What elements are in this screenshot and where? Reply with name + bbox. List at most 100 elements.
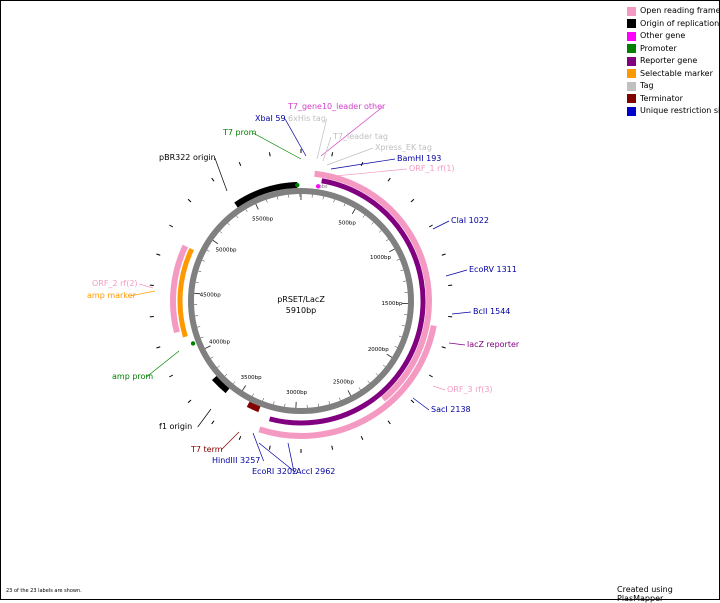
bp-tick — [363, 215, 365, 217]
legend-swatch — [627, 7, 636, 16]
feature-label: BamHI 193 — [397, 154, 441, 163]
bp-tick — [348, 390, 351, 395]
legend-swatch — [627, 82, 636, 91]
feature-label: AccI 2962 — [296, 467, 335, 476]
credit-text: Created using PlasMapper — [617, 585, 719, 603]
legend-swatch — [627, 19, 636, 28]
label-leader — [327, 148, 373, 165]
outer-tick — [429, 375, 432, 377]
label-leader — [253, 133, 301, 159]
legend-swatch — [627, 57, 636, 66]
label-leader — [335, 169, 407, 176]
bp-tick — [395, 346, 398, 347]
legend-label: Tag — [640, 80, 654, 93]
legend-swatch — [627, 44, 636, 53]
feature-label: T7 term — [190, 445, 223, 454]
feature-label: amp prom — [112, 372, 153, 381]
bp-tick — [266, 200, 267, 203]
outer-tick — [269, 446, 270, 450]
feature-label: lacZ reporter — [467, 340, 520, 349]
outer-tick — [411, 400, 414, 403]
bp-tick — [359, 387, 361, 389]
bp-tick-label: 4000bp — [209, 339, 230, 345]
legend-swatch — [627, 69, 636, 78]
bp-tick — [196, 282, 199, 283]
legend-item: Open reading frame — [627, 5, 720, 18]
label-leader — [452, 312, 471, 314]
bp-tick — [387, 354, 392, 357]
bp-tick — [273, 401, 274, 404]
bp-tick — [256, 204, 259, 209]
bp-tick — [323, 196, 324, 199]
legend-label: Terminator — [640, 93, 683, 106]
bp-tick — [389, 249, 394, 252]
legend-item: Promoter — [627, 43, 720, 56]
promoter-arrow — [191, 341, 195, 345]
feature-label: T7_gene10_leader other — [287, 102, 386, 111]
bp-tick — [263, 398, 264, 401]
label-leader — [449, 343, 465, 345]
bp-tick — [401, 270, 404, 271]
bp-tick-label: 3500bp — [241, 375, 262, 381]
bp-tick-label: 2500bp — [333, 380, 354, 386]
outer-tick — [388, 421, 390, 424]
bp-tick — [246, 209, 248, 212]
bp-tick-label: 3000bp — [286, 390, 307, 396]
bp-tick-label: 2000bp — [368, 347, 389, 353]
bp-tick — [205, 346, 210, 349]
outer-tick — [388, 178, 390, 181]
outer-tick — [429, 225, 432, 227]
label-leader — [285, 119, 306, 156]
legend-label: Origin of replication — [640, 18, 719, 31]
bp-tick — [339, 398, 340, 401]
legend-label: Unique restriction site — [640, 105, 720, 118]
legend-swatch — [627, 107, 636, 116]
bp-tick — [201, 337, 204, 338]
bp-tick — [211, 357, 214, 359]
bp-tick — [352, 209, 355, 214]
outer-tick — [156, 254, 160, 255]
feature-label: T7 prom — [222, 128, 257, 137]
legend-swatch — [627, 94, 636, 103]
bp-tick — [277, 197, 278, 200]
bp-tick — [344, 204, 345, 207]
backbone-mark: bbs — [319, 184, 328, 190]
bp-tick — [225, 374, 227, 376]
bp-tick — [371, 222, 373, 224]
label-leader — [221, 432, 239, 450]
legend-item: Terminator — [627, 93, 720, 106]
bp-tick — [397, 259, 400, 260]
bp-tick — [197, 326, 200, 327]
outer-tick — [188, 400, 191, 403]
bp-tick-label: 1000bp — [370, 255, 391, 261]
bp-tick-label: 5000bp — [216, 247, 237, 253]
feature-label: BclI 1544 — [473, 307, 510, 316]
bp-tick — [334, 199, 335, 202]
feature-label: Xpress_EK tag — [375, 143, 432, 152]
bp-tick-label: 500bp — [338, 221, 356, 227]
outer-tick — [361, 436, 363, 440]
bp-tick — [403, 281, 406, 282]
feature-label: amp marker — [87, 291, 137, 300]
plasmid-name: pRSET/LacZ — [251, 294, 351, 305]
bp-tick — [379, 230, 381, 232]
legend-item: Reporter gene — [627, 55, 720, 68]
feature-label: 6xHis tag — [288, 114, 326, 123]
bp-tick — [233, 381, 235, 383]
label-leader — [413, 398, 429, 410]
outer-tick — [156, 347, 160, 348]
plasmid-length: 5910bp — [251, 305, 351, 316]
outer-tick — [411, 199, 414, 202]
outer-tick — [269, 152, 270, 156]
bp-tick — [198, 271, 201, 272]
feature-label: ORF_3 rf(3) — [447, 385, 493, 394]
feature-label: SacI 2138 — [431, 405, 471, 414]
feature-label: EcoRI 3202 — [252, 467, 297, 476]
label-leader — [446, 270, 467, 276]
label-leader — [433, 221, 449, 229]
legend-item: Tag — [627, 80, 720, 93]
feature-label: HindIII 3257 — [212, 456, 260, 465]
legend-label: Promoter — [640, 43, 677, 56]
legend-item: Unique restriction site — [627, 105, 720, 118]
